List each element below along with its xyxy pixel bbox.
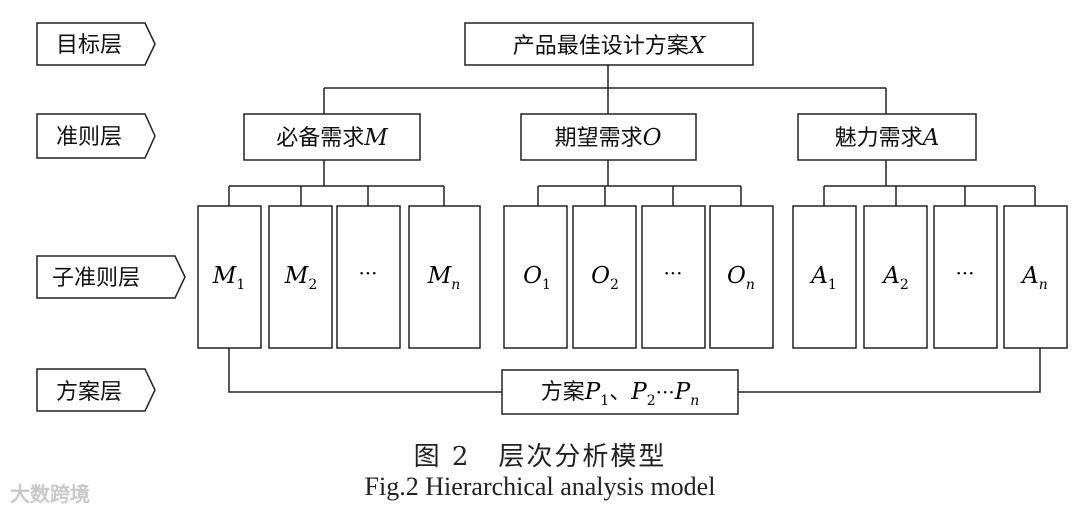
svg-text:O1: O1 — [523, 263, 551, 293]
layer-label-goal-text: 目标层 — [56, 33, 122, 58]
criteria-node-must-label: 必备需求M — [276, 125, 389, 151]
svg-text:On: On — [727, 263, 755, 293]
layer-label-criteria-text: 准则层 — [56, 125, 122, 150]
svg-text:M1: M1 — [212, 263, 245, 293]
subcriteria-an: An — [1003, 205, 1068, 349]
layer-label-subcriteria: 子准则层 — [36, 255, 186, 299]
svg-text:···: ··· — [358, 261, 377, 285]
connector-criteria-m — [228, 160, 445, 206]
criteria-node-expected-label: 期望需求O — [555, 125, 662, 151]
connector-criteria-a — [823, 160, 1036, 206]
subcriteria-o1: O1 — [503, 205, 568, 349]
svg-text:A2: A2 — [881, 263, 909, 293]
svg-text:A1: A1 — [809, 263, 837, 293]
svg-text:···: ··· — [663, 261, 682, 285]
svg-text:M2: M2 — [284, 263, 317, 293]
watermark-logo: 大数跨境 — [10, 482, 90, 506]
svg-text:O2: O2 — [591, 263, 619, 293]
svg-text:Mn: Mn — [427, 263, 461, 293]
subcriteria-o-ellipsis: ··· — [641, 205, 706, 349]
layer-label-scheme-text: 方案层 — [56, 380, 122, 405]
subcriteria-a-ellipsis: ··· — [933, 205, 998, 349]
subcriteria-o2: O2 — [572, 205, 637, 349]
connector-subcriteria-scheme — [228, 348, 1041, 393]
layer-label-subcriteria-text: 子准则层 — [52, 266, 140, 291]
criteria-node-attractive-label: 魅力需求A — [835, 125, 940, 151]
subcriteria-on: On — [709, 205, 774, 349]
subcriteria-mn: Mn — [408, 205, 481, 349]
criteria-node-must: 必备需求M — [243, 113, 421, 161]
subcriteria-m-ellipsis: ··· — [336, 205, 401, 349]
criteria-node-expected: 期望需求O — [520, 113, 697, 161]
layer-label-goal: 目标层 — [36, 22, 156, 66]
subcriteria-m2: M2 — [268, 205, 333, 349]
layer-label-scheme: 方案层 — [36, 368, 156, 412]
scheme-node: 方案P1、P2···Pn — [501, 369, 739, 415]
goal-node: 产品最佳设计方案X — [464, 22, 754, 66]
scheme-node-label: 方案P1、P2···Pn — [541, 379, 699, 409]
figure-caption-chinese: 图 2 层次分析模型 — [413, 442, 667, 472]
subcriteria-m1: M1 — [197, 205, 262, 349]
layer-label-criteria: 准则层 — [36, 113, 156, 159]
svg-text:An: An — [1020, 263, 1048, 293]
subcriteria-a1: A1 — [792, 205, 857, 349]
connector-criteria-o — [537, 160, 742, 206]
goal-node-label: 产品最佳设计方案X — [513, 33, 707, 59]
figure-caption-english: Fig.2 Hierarchical analysis model — [364, 472, 716, 501]
svg-text:···: ··· — [955, 261, 974, 285]
criteria-node-attractive: 魅力需求A — [797, 113, 977, 161]
subcriteria-a2: A2 — [863, 205, 928, 349]
connector-goal-criteria — [323, 65, 887, 114]
